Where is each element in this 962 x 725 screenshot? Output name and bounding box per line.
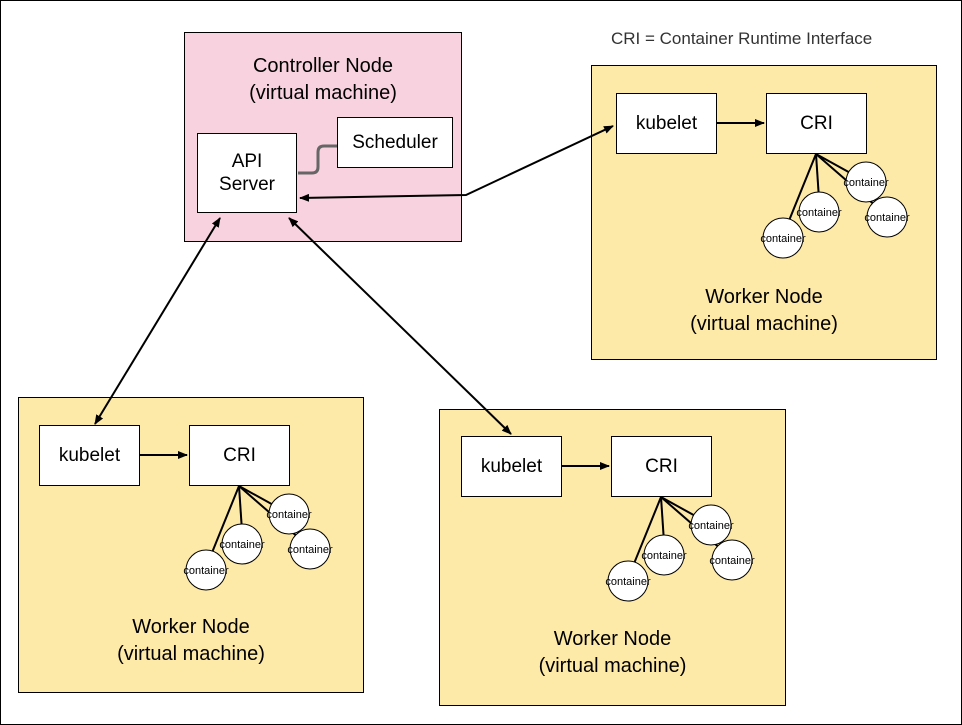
cri-box[interactable]: CRI	[611, 436, 712, 497]
worker-subtitle: (virtual machine)	[117, 643, 265, 665]
controller-subtitle: (virtual machine)	[249, 82, 397, 104]
api-server-label-line2: Server	[219, 174, 275, 195]
legend-text: CRI = Container Runtime Interface	[611, 29, 873, 48]
worker-title: Worker Node	[553, 628, 672, 650]
cri-box[interactable]: CRI	[766, 93, 867, 154]
worker-subtitle: (virtual machine)	[538, 655, 687, 677]
cri-label: CRI	[800, 113, 833, 134]
kubelet-box[interactable]: kubelet	[616, 93, 717, 154]
cri-label: CRI	[223, 445, 256, 466]
worker-subtitle: (virtual machine)	[690, 313, 838, 335]
cri-label: CRI	[645, 456, 678, 477]
scheduler-label: Scheduler	[352, 132, 438, 153]
kubelet-label: kubelet	[58, 445, 121, 466]
worker-title: Worker Node	[705, 286, 823, 308]
cri-box[interactable]: CRI	[189, 425, 290, 486]
kubelet-label: kubelet	[480, 456, 543, 477]
kubelet-label: kubelet	[635, 113, 698, 134]
worker-title: Worker Node	[132, 616, 250, 638]
kubelet-box[interactable]: kubelet	[461, 436, 562, 497]
api-server-box[interactable]: API Server	[197, 133, 297, 213]
api-server-label-line1: API	[231, 151, 263, 172]
kubelet-box[interactable]: kubelet	[39, 425, 140, 486]
scheduler-box[interactable]: Scheduler	[337, 117, 453, 168]
controller-title: Controller Node	[252, 55, 394, 77]
